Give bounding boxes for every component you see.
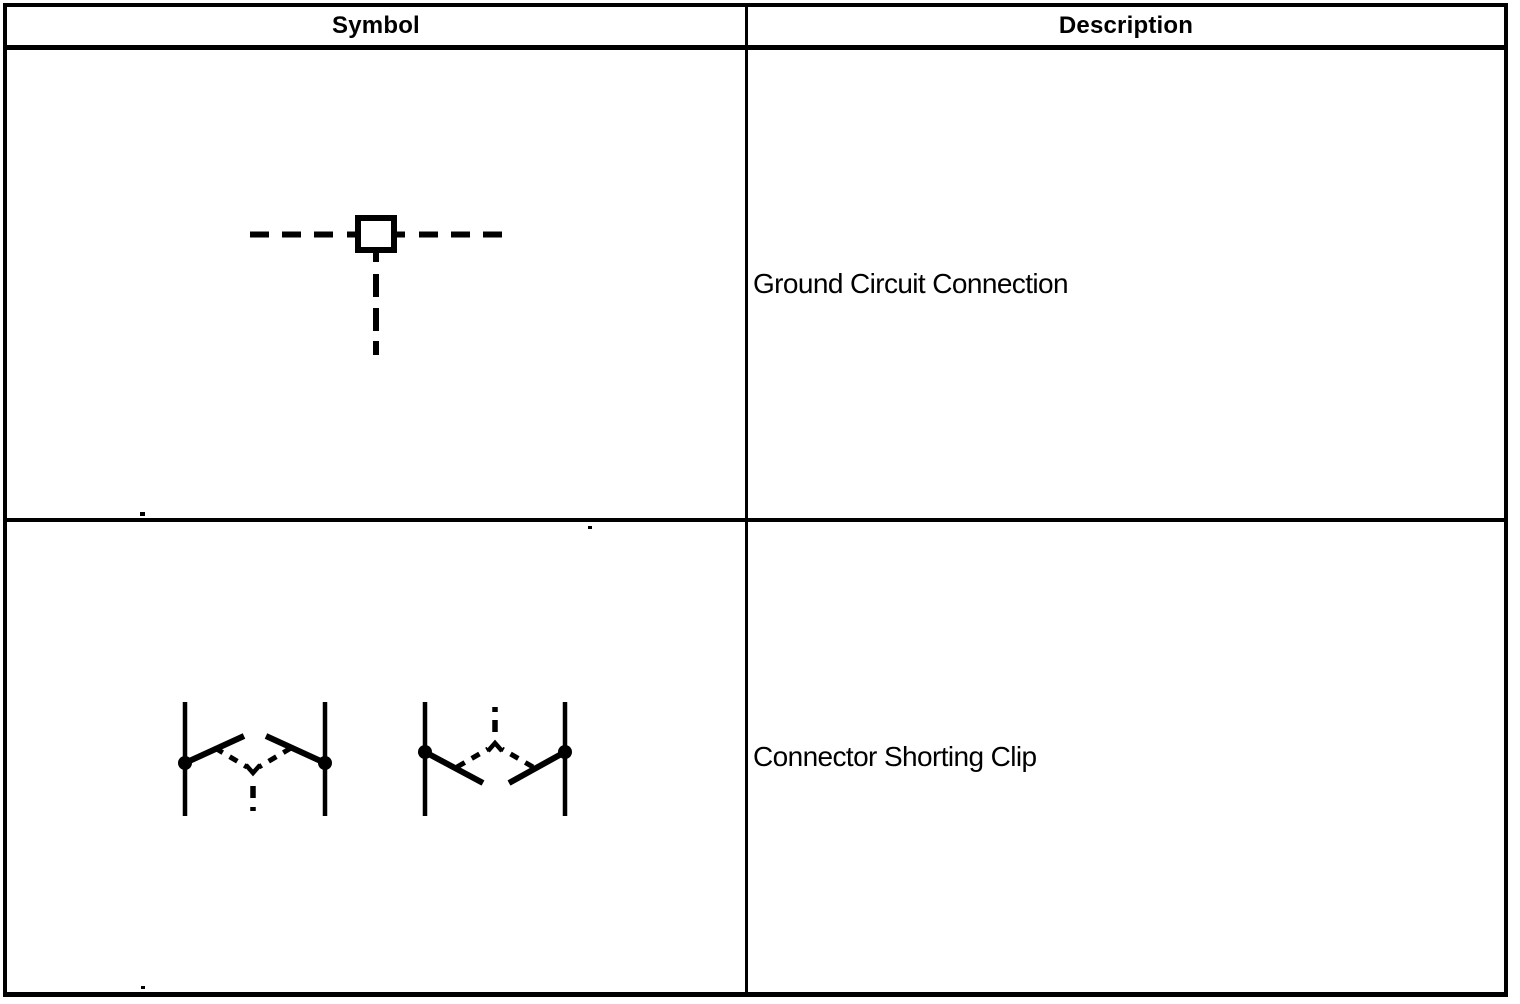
clip1-right-arm — [264, 733, 327, 766]
ground-circuit-connection-symbol — [240, 215, 510, 355]
clip1-down-arrowhead — [244, 763, 262, 777]
ground-symbol-junction-box — [355, 215, 397, 253]
clip2-right-junction-dot — [558, 745, 572, 759]
row-1-description: Ground Circuit Connection — [753, 268, 1069, 299]
symbol-column-header: Symbol — [332, 12, 420, 39]
clip2-right-arm — [507, 749, 567, 786]
clip2-left-arm — [423, 749, 485, 786]
shorting-clip-up-variant — [178, 702, 332, 816]
table-row-1-description-cell: Ground Circuit Connection — [748, 50, 1504, 522]
scan-artifact-speck — [588, 526, 592, 529]
table-row-2-symbol-cell — [7, 522, 748, 992]
clip2-up-arrowhead — [486, 739, 504, 753]
symbol-description-table: Symbol Description Ground Circuit Connec… — [3, 3, 1508, 997]
header-cell-description: Description — [748, 7, 1504, 50]
header-cell-symbol: Symbol — [7, 7, 748, 50]
clip1-right-dashed-alternate — [257, 745, 293, 770]
clip2-left-dashed-alternate — [455, 746, 490, 770]
clip2-right-dashed-alternate — [500, 746, 535, 770]
clip1-right-junction-dot — [318, 756, 332, 770]
connector-shorting-clip-symbol-pair — [178, 702, 572, 816]
row-2-description: Connector Shorting Clip — [753, 741, 1037, 772]
clip1-left-junction-dot — [178, 756, 192, 770]
scan-artifact-speck — [140, 512, 145, 516]
clip2-left-junction-dot — [418, 745, 432, 759]
table-row-2-description-cell: Connector Shorting Clip — [748, 522, 1504, 992]
table-row-1-symbol-cell — [7, 50, 748, 522]
scan-artifact-speck — [141, 986, 145, 989]
shorting-clip-down-variant — [418, 702, 572, 816]
clip1-left-dashed-alternate — [213, 745, 249, 770]
description-column-header: Description — [1058, 12, 1194, 39]
